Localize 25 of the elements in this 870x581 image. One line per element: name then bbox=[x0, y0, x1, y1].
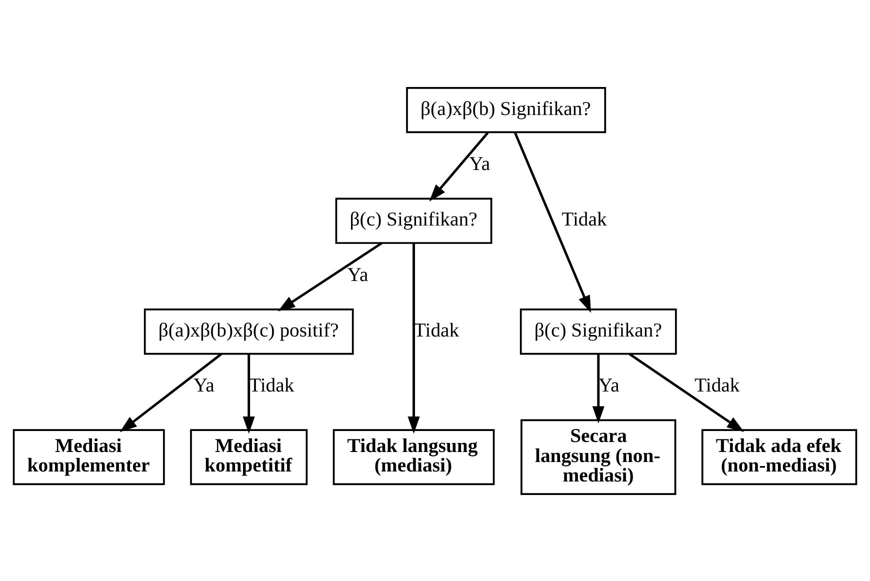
node-box: Tidak langsung (mediasi) bbox=[332, 428, 495, 485]
edge-label: Ya bbox=[347, 263, 368, 286]
edge-label: Tidak bbox=[249, 374, 294, 396]
edge-label: Tidak bbox=[414, 318, 460, 341]
arrow bbox=[120, 352, 222, 432]
node-box: β(a)xβ(b)xβ(c) positif? bbox=[144, 308, 354, 354]
node-box: Secara langsung (non-mediasi) bbox=[520, 418, 676, 494]
arrow bbox=[408, 242, 420, 434]
arrow bbox=[628, 352, 744, 432]
node-box: Tidak ada efek (non-mediasi) bbox=[701, 428, 858, 485]
arrow bbox=[429, 131, 489, 201]
edge-label: Tidak bbox=[562, 208, 607, 230]
node-box: β(c) Signifikan? bbox=[520, 308, 677, 354]
node-box: β(c) Signifikan? bbox=[335, 197, 492, 244]
arrow bbox=[278, 242, 382, 311]
edge-label: Ya bbox=[193, 374, 214, 396]
node-box: Mediasi komplementer bbox=[12, 428, 165, 485]
node-box: Mediasi kompetitif bbox=[190, 428, 308, 485]
arrow bbox=[514, 131, 591, 312]
node-box: β(a)xβ(b) Signifikan? bbox=[406, 86, 606, 133]
arrow bbox=[242, 354, 255, 434]
edge-label: Ya bbox=[469, 152, 490, 175]
edge-label: Tidak bbox=[694, 374, 740, 396]
arrow bbox=[592, 354, 604, 424]
edge-label: Ya bbox=[598, 374, 620, 396]
